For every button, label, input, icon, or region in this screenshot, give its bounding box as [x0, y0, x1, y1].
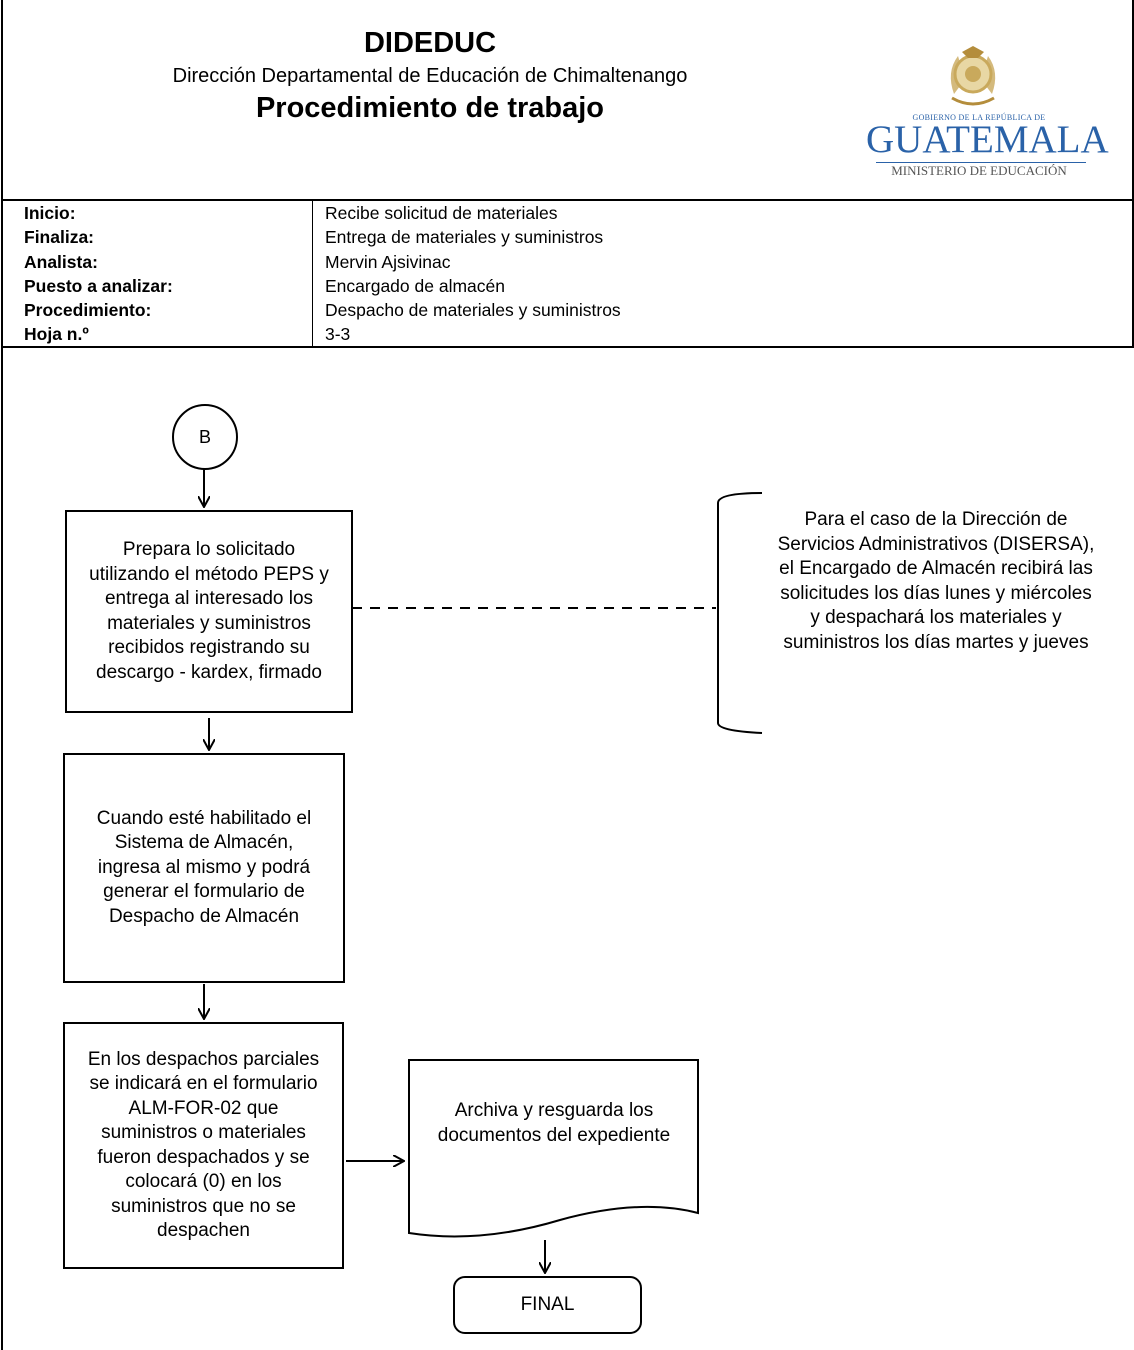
department-title: Dirección Departamental de Educación de …	[172, 65, 688, 87]
annotation-bracket	[717, 492, 763, 734]
logo-country: GUATEMALA	[866, 118, 1109, 161]
terminal-final: FINAL	[453, 1276, 642, 1334]
org-title: DIDEDUC	[363, 27, 497, 59]
document-shape	[408, 1059, 699, 1238]
info-labels: Inicio: Finaliza: Analista: Puesto a ana…	[24, 201, 309, 347]
info-value: Despacho de materiales y suministros	[325, 300, 621, 321]
info-value: Entrega de materiales y suministros	[325, 227, 604, 248]
process-step-text: En los despachos parciales se indicará e…	[87, 1048, 320, 1242]
info-column-divider	[312, 201, 313, 347]
info-value: Mervin Ajsivinac	[325, 251, 451, 272]
info-label: Puesto a analizar:	[24, 275, 173, 296]
outer-border-right	[1132, 0, 1134, 348]
process-step-sistema: Cuando esté habilitado el Sistema de Alm…	[63, 753, 345, 983]
outer-border-left	[1, 0, 3, 1350]
process-step-despachos: En los despachos parciales se indicará e…	[63, 1022, 344, 1269]
logo-ministry: MINISTERIO DE EDUCACIÓN	[891, 163, 1067, 178]
coat-of-arms-icon	[950, 46, 996, 106]
info-label: Inicio:	[24, 203, 76, 223]
terminal-label: FINAL	[520, 1293, 575, 1315]
logo-divider	[876, 162, 1086, 163]
header-bottom-border	[1, 199, 1134, 201]
guatemala-logo: GOBIERNO DE LA REPÚBLICA DE GUATEMALA MI…	[866, 44, 1109, 184]
info-value: 3-3	[325, 324, 351, 345]
info-label: Analista:	[24, 251, 98, 272]
process-step-prepara: Prepara lo solicitado utilizando el méto…	[65, 510, 353, 713]
info-value: Recibe solicitud de materiales	[325, 203, 558, 223]
process-step-text: Prepara lo solicitado utilizando el méto…	[89, 539, 329, 683]
document-type-title: Procedimiento de trabajo	[255, 92, 605, 124]
logo-top-text: GOBIERNO DE LA REPÚBLICA DE	[912, 113, 1046, 122]
info-bottom-border	[1, 346, 1134, 348]
info-label: Finaliza:	[24, 227, 95, 248]
info-label: Hoja n.º	[24, 324, 89, 345]
connector-label: B	[198, 427, 211, 447]
document-text: Archiva y resguarda los documentos del e…	[437, 1100, 671, 1146]
info-label: Procedimiento:	[24, 300, 152, 321]
annotation-text: Para el caso de la Dirección de Servicio…	[777, 509, 1095, 653]
info-value: Encargado de almacén	[325, 275, 505, 296]
info-values: Recibe solicitud de materiales Entrega d…	[325, 201, 1105, 347]
process-step-text: Cuando esté habilitado el Sistema de Alm…	[96, 807, 312, 927]
